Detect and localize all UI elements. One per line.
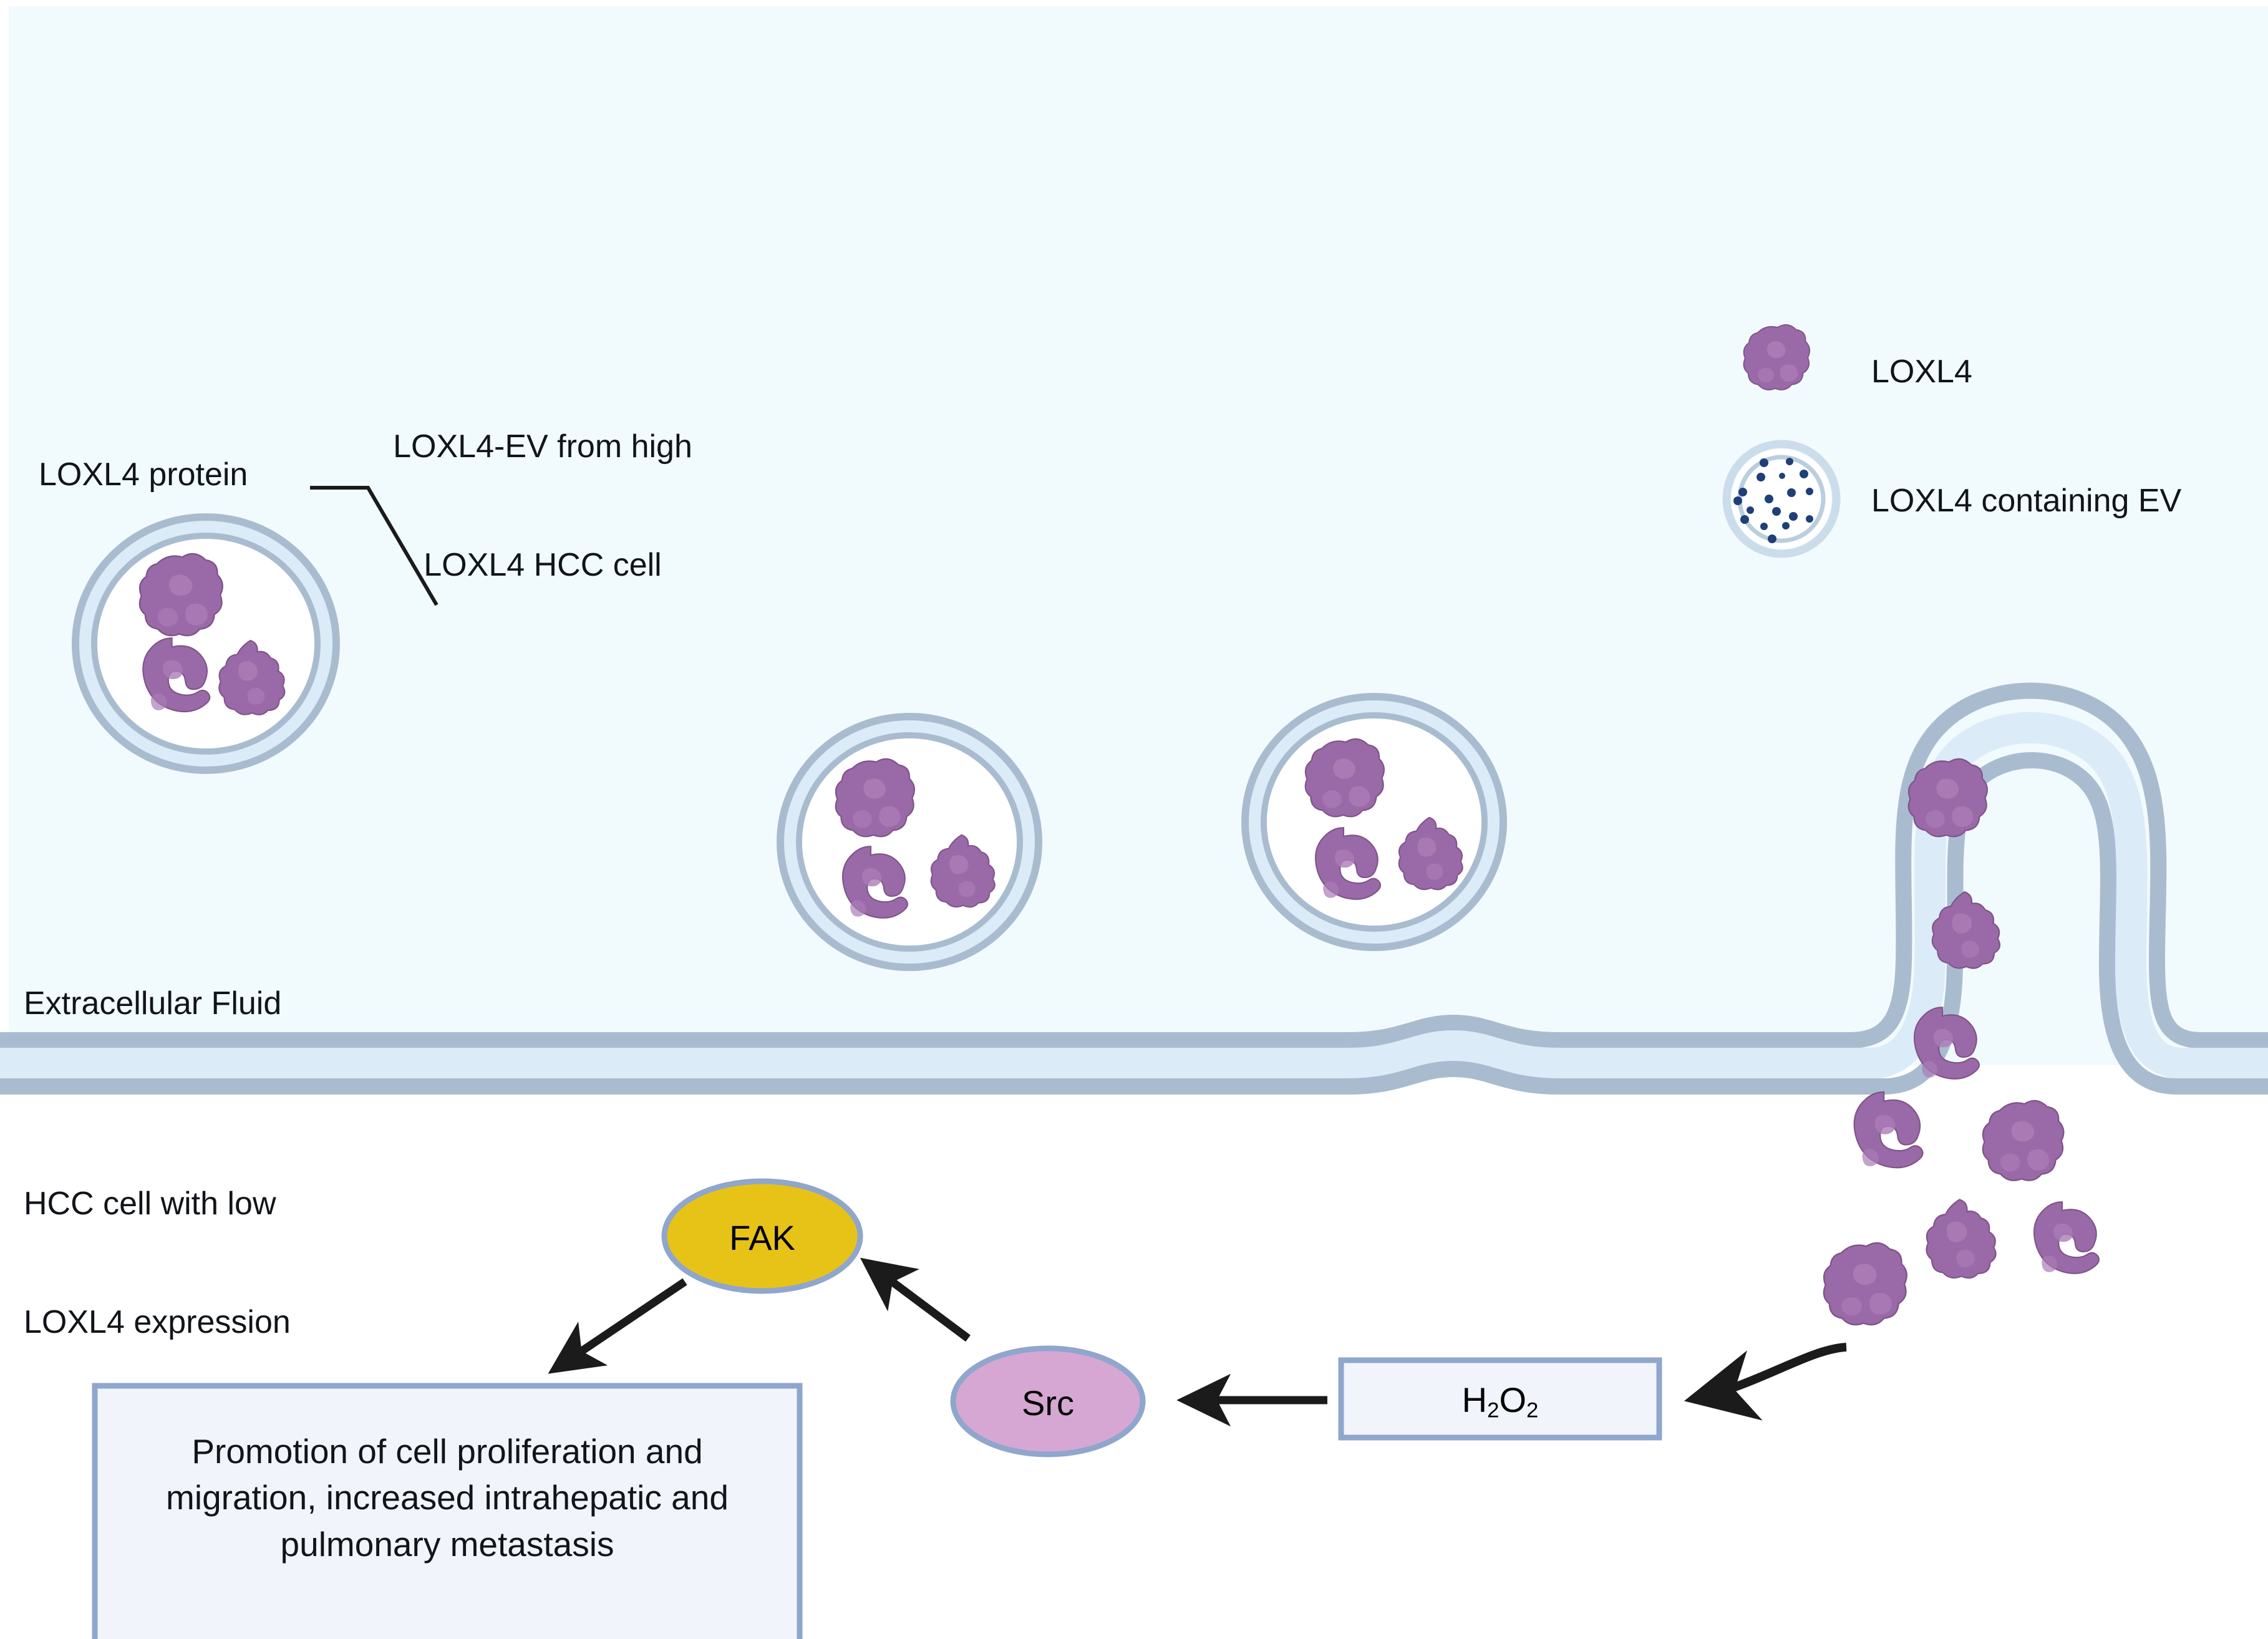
fak-label: FAK <box>729 1218 795 1257</box>
src-label: Src <box>1022 1383 1074 1423</box>
loxl4-blob <box>1823 1242 1907 1326</box>
fak-node-shape[interactable] <box>661 1178 863 1294</box>
loxl4-blob <box>1926 1199 1997 1279</box>
legend-ev-icon <box>1722 440 1841 558</box>
vesicle-ev-1-labeled <box>72 513 340 774</box>
h2o2-node-shape[interactable] <box>1338 1357 1662 1441</box>
loxl4-protein-leader-line <box>310 486 439 606</box>
vesicle-ev-3 <box>1241 693 1507 951</box>
legend-ev-label: LOXL4 containing EV <box>1871 483 2182 519</box>
legend-loxl4-icon <box>1743 324 1811 390</box>
vesicle-ev-2 <box>777 713 1042 971</box>
loxl4-blob <box>2033 1201 2100 1274</box>
loxl4-blob <box>138 553 223 637</box>
legend-loxl4-label: LOXL4 <box>1871 354 1972 390</box>
hcc-cell-label: HCC cell with low LOXL4 expression <box>24 1185 291 1341</box>
outcome-box-shape[interactable] <box>92 1383 803 1639</box>
arrow-src-to-fak <box>860 1257 971 1342</box>
loxl4-blob <box>835 758 915 838</box>
ev-source-label: LOXL4-EV from high LOXL4 HCC cell <box>393 428 692 584</box>
extracellular-fluid-label: Extracellular Fluid <box>24 985 282 1022</box>
outcome-text: Promotion of cell proliferation and migr… <box>166 1432 729 1564</box>
arrow-loxl4-to-h2o2 <box>1684 1343 1847 1421</box>
loxl4-blob <box>1982 1100 2065 1181</box>
src-node-shape[interactable] <box>950 1345 1146 1458</box>
h2o2-label: H2O2 <box>1461 1380 1539 1423</box>
loxl4-blob <box>1853 1091 1924 1169</box>
loxl4-blob <box>1304 738 1385 818</box>
loxl4-blob <box>1913 1007 1980 1080</box>
loxl4-blob <box>1907 758 1988 838</box>
loxl4-protein-callout-label: LOXL4 protein <box>39 457 248 493</box>
arrow-fak-to-outcome <box>548 1278 687 1374</box>
extracellular-fluid-region <box>9 6 2268 1065</box>
